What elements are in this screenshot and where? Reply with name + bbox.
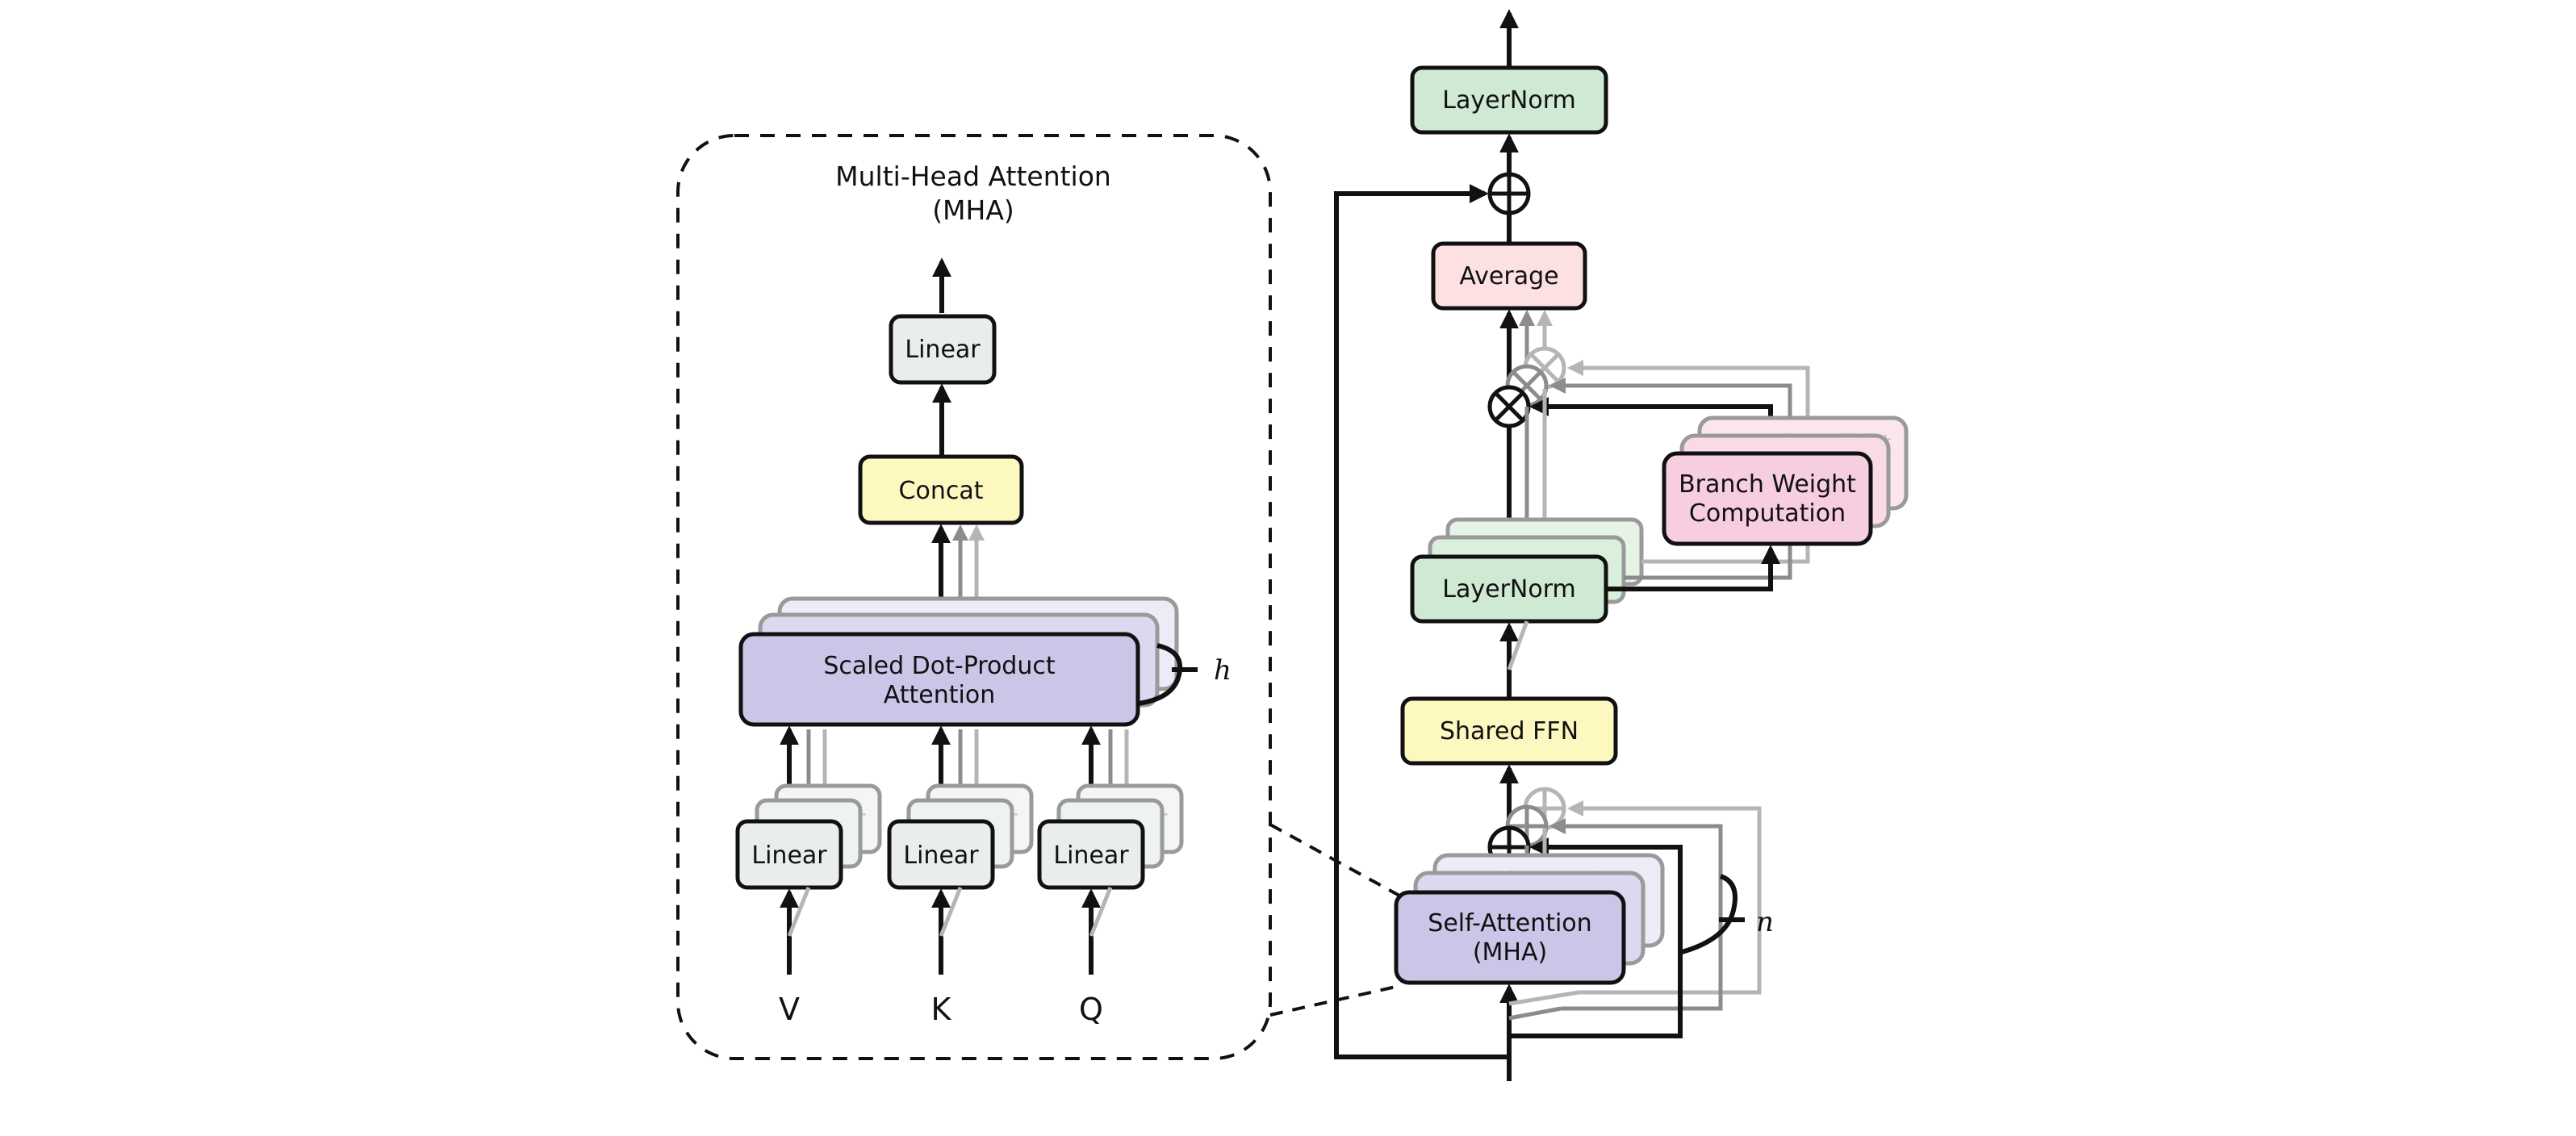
- self-attn-label-line1: Self-Attention: [1428, 909, 1591, 938]
- sdpa-box: [738, 632, 1140, 727]
- block-input-branch-g: [1508, 1006, 1562, 1021]
- branch-weight-box: [1662, 451, 1873, 546]
- branches-symbol: n: [1756, 906, 1774, 938]
- average-label: Average: [1459, 262, 1558, 290]
- self-attn-label-line2: (MHA): [1473, 938, 1547, 967]
- layernorm-top-label: LayerNorm: [1442, 86, 1575, 115]
- branch-weight-label-line1: Branch Weight: [1679, 470, 1856, 499]
- q-input-branch: [1089, 887, 1113, 937]
- block-input-branch-l: [1508, 990, 1579, 1006]
- concat-label: Concat: [899, 477, 984, 505]
- ln-to-branch-line-mid: [1624, 536, 1792, 580]
- layernorm-top-box: [1410, 65, 1608, 135]
- mha-panel-border: [676, 134, 1272, 1060]
- shared-ffn-box: [1400, 696, 1618, 766]
- heads-symbol: h: [1214, 654, 1232, 687]
- mha-linear-top-box: [889, 314, 997, 385]
- branch-multiply-icon: [1487, 385, 1531, 428]
- k-input-branch: [939, 887, 963, 937]
- ffn-branch-line: [1507, 620, 1529, 670]
- self-attn-box: [1394, 890, 1626, 985]
- average-box: [1431, 241, 1587, 311]
- inner-residual: [1509, 837, 1683, 1038]
- linear-v-label: Linear: [751, 842, 827, 870]
- inner-residual-back: [1567, 800, 1762, 995]
- sdpa-label-line1: Scaled Dot-Product: [823, 652, 1055, 680]
- outer-residual-line: [1334, 184, 1509, 1059]
- shared-ffn-label: Shared FFN: [1440, 717, 1579, 746]
- input-v: V: [779, 992, 800, 1027]
- input-q: Q: [1079, 992, 1103, 1027]
- layernorm-mid-label: LayerNorm: [1442, 575, 1575, 604]
- mha-linear-top-label: Linear: [905, 336, 981, 364]
- branches-brace: [1681, 874, 1738, 954]
- v-input-branch: [787, 887, 811, 937]
- sdpa-label-line2: Attention: [884, 681, 995, 709]
- linear-v-box: [735, 819, 843, 890]
- linear-k-box: [887, 819, 995, 890]
- ln-to-branch-arrow: [1606, 545, 1780, 591]
- mha-title: Multi-Head Attention: [835, 161, 1111, 192]
- concat-box: [858, 454, 1024, 525]
- linear-q-box: [1037, 819, 1145, 890]
- residual-add-top-icon: [1487, 172, 1531, 215]
- linear-q-label: Linear: [1053, 842, 1129, 870]
- mha-subtitle: (MHA): [932, 194, 1014, 226]
- heads-brace: [1137, 643, 1183, 706]
- input-k: K: [931, 992, 952, 1027]
- branch-weight-label-line2: Computation: [1689, 499, 1846, 528]
- linear-k-label: Linear: [903, 842, 979, 870]
